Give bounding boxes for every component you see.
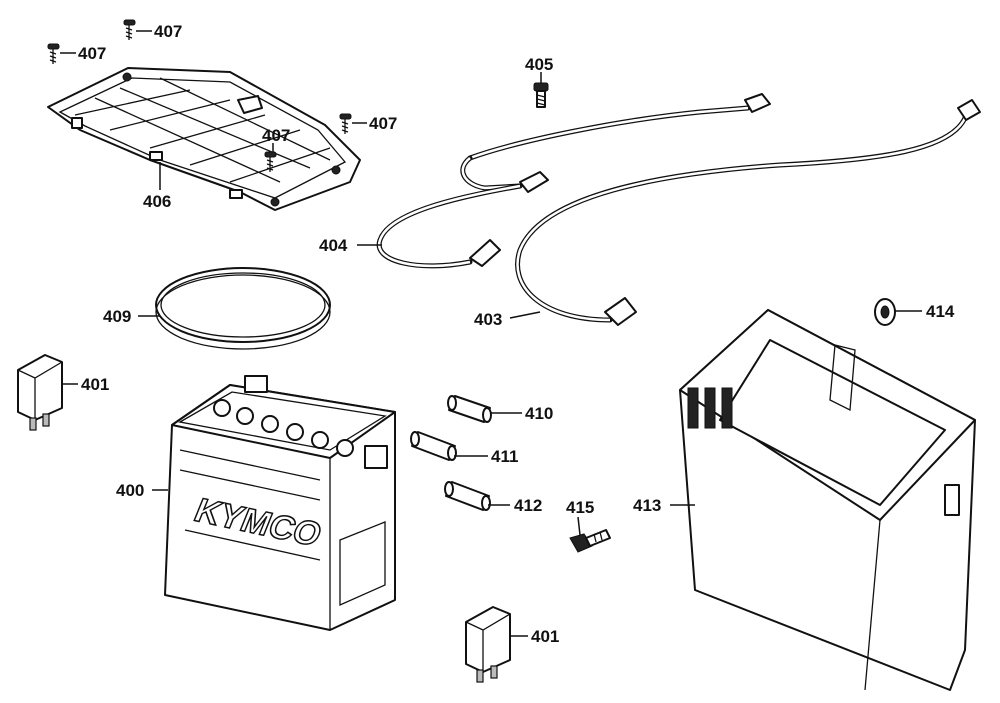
callout-401-lower: 401 <box>531 627 559 646</box>
relay-401-upper <box>17 354 63 431</box>
callout-407-a: 407 <box>154 22 182 41</box>
relay-401-lower <box>465 606 511 683</box>
callout-409: 409 <box>103 307 131 326</box>
callout-414: 414 <box>926 302 955 321</box>
cable-403 <box>515 99 981 326</box>
bolt-415 <box>569 529 611 553</box>
grommet-414 <box>874 298 896 326</box>
fuse-411 <box>410 431 457 461</box>
callout-407-c: 407 <box>369 114 397 133</box>
leader-lines <box>60 30 922 637</box>
callout-404: 404 <box>319 236 348 255</box>
callout-411: 411 <box>491 447 518 466</box>
rubber-band-409 <box>155 267 331 350</box>
callout-410: 410 <box>525 404 553 423</box>
callout-412: 412 <box>514 496 542 515</box>
battery-400: KYMCO <box>164 375 396 631</box>
screw-407-c <box>339 113 352 134</box>
callout-401-upper: 401 <box>81 375 109 394</box>
callout-406: 406 <box>143 192 171 211</box>
callout-415: 415 <box>566 498 594 517</box>
callout-407-d: 407 <box>262 126 290 145</box>
callout-413: 413 <box>633 496 661 515</box>
screw-407-a <box>123 19 136 40</box>
fuse-410 <box>447 395 492 423</box>
battery-cover-plate <box>47 67 361 211</box>
screw-407-b <box>47 43 60 64</box>
screw-407-d <box>264 151 277 172</box>
cable-404 <box>376 93 771 269</box>
callout-407-b: 407 <box>78 44 106 63</box>
fuse-412 <box>444 481 491 511</box>
battery-case-413 <box>679 309 976 691</box>
callout-405: 405 <box>525 55 553 74</box>
callout-403: 403 <box>474 310 502 329</box>
bolt-405 <box>533 82 549 108</box>
callout-400: 400 <box>116 481 144 500</box>
